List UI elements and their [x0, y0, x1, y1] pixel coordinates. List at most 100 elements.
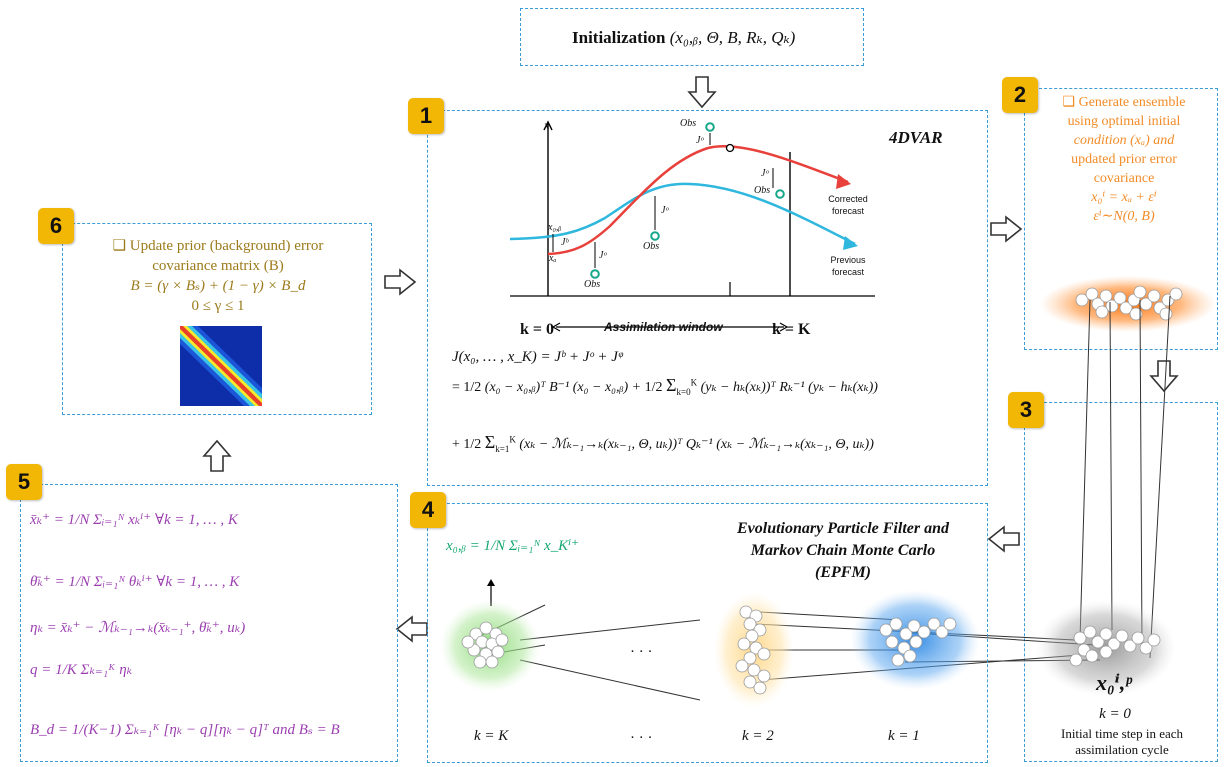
- arrow-down-init-icon: [687, 76, 717, 109]
- badge-5: 5: [6, 464, 42, 500]
- ensemble-cloud-orange: [1040, 276, 1216, 332]
- obs-label-2: Obs: [754, 185, 771, 196]
- assimilation-window-arrow: [551, 322, 789, 332]
- badge-4: 4: [410, 492, 446, 528]
- jo-label-1: Jᵒ: [696, 135, 704, 146]
- box5-eq3: ηₖ = x̄ₖ⁺ − ℳₖ₋₁→ₖ(x̄ₖ₋₁⁺, θ̄ₖ⁺, uₖ): [30, 620, 246, 636]
- box3-initial-particle-label: x₀ⁱ,ᵖ: [1096, 670, 1133, 695]
- arrow-down-2-to-3-icon: [1149, 360, 1179, 393]
- corrected-forecast-label: Corrected forecast: [818, 193, 878, 217]
- box4-title-line-1: Evolutionary Particle Filter and: [736, 520, 949, 537]
- ensemble-cloud-yellow: [714, 592, 794, 708]
- box3-caption-line-2: assimilation cycle: [1075, 742, 1169, 757]
- covariance-matrix-heatmap: [180, 326, 262, 406]
- jo-label-4: Jᵒ: [599, 250, 607, 261]
- box4-dots-bottom: · · ·: [630, 730, 653, 746]
- jb-label: Jᵇ: [561, 237, 569, 248]
- box-4dvar-title: 4DVAR: [889, 128, 943, 147]
- cost-function-eq3: + 1/2 Σk=1K (xₖ − ℳₖ₋₁→ₖ(xₖ₋₁, Θ, uₖ))ᵀ …: [452, 432, 874, 454]
- jo-label-2: Jᵒ: [761, 168, 769, 179]
- box4-dots-top: · · ·: [630, 644, 653, 660]
- box6-eq1: B = (γ × Bₛ) + (1 − γ) × B_d: [130, 278, 306, 294]
- arrow-left-3-to-4-icon: [987, 525, 1020, 553]
- previous-forecast-label: Previous forecast: [818, 254, 878, 278]
- eq3-lead: +: [452, 437, 460, 452]
- badge-6: 6: [38, 208, 74, 244]
- box2-line-2: using optimal initial: [1067, 114, 1181, 129]
- box2-line-3: condition (xₐ) and: [1073, 133, 1175, 148]
- box2-line-5: covariance: [1093, 171, 1155, 186]
- box5-eq2: θ̄ₖ⁺ = 1/N Σᵢ₌₁ᴺ θₖⁱ⁺ ∀k = 1, … , K: [30, 574, 240, 590]
- box6-text: ❑ Update prior (background) error covari…: [70, 236, 366, 316]
- badge-3: 3: [1008, 392, 1044, 428]
- box4-k2-label: k = 2: [742, 728, 774, 744]
- initialization-params: (x₀,ᵦ, Θ, B, Rₖ, Qₖ): [669, 28, 796, 47]
- box6-line-1: ❑ Update prior (background) error: [112, 238, 324, 254]
- k0-label: k = 0: [520, 321, 555, 338]
- eq2-sum: Σ: [666, 375, 677, 395]
- arrow-right-1-to-2-icon: [990, 215, 1023, 243]
- chart-y-axis-label: x: [544, 118, 550, 132]
- box5-eq5: B_d = 1/(K−1) Σₖ₌₁ᴷ [ηₖ − q][ηₖ − q]ᵀ an…: [30, 722, 340, 738]
- arrow-right-6-to-1-icon: [384, 268, 417, 296]
- ensemble-cloud-gray: [1036, 600, 1176, 696]
- box4-title: Evolutionary Particle Filter and Markov …: [698, 518, 988, 584]
- 4dvar-diagram: [509, 120, 875, 297]
- eq2-sum-bottom: k=0: [676, 386, 691, 397]
- box-initial-step: [1024, 402, 1218, 762]
- box2-line-1: ❑ Generate ensemble: [1062, 95, 1186, 110]
- box4-eq: x₀,ᵦ = 1/N Σᵢ₌₁ᴺ x_Kⁱ⁺: [446, 538, 580, 554]
- box3-k0-label: k = 0: [1099, 706, 1131, 722]
- badge-2: 2: [1002, 77, 1038, 113]
- kK-label: k = K: [772, 321, 811, 338]
- box2-eq1: x₀ⁱ = xₐ + εⁱ: [1091, 190, 1157, 205]
- ensemble-cloud-green: [440, 600, 540, 692]
- box3-caption: Initial time step in each assimilation c…: [1030, 726, 1214, 758]
- eq2-half-2: 1/2: [644, 380, 663, 395]
- cost-function-eq2: = 1/2 (x₀ − x₀,ᵦ)ᵀ B⁻¹ (x₀ − x₀,ᵦ) + 1/2…: [452, 375, 878, 397]
- box4-title-line-2: Markov Chain Monte Carlo: [750, 542, 936, 559]
- obs-label-1: Obs: [680, 118, 697, 129]
- box4-kK-label: k = K: [474, 728, 509, 744]
- box6-eq2: 0 ≤ γ ≤ 1: [191, 298, 245, 314]
- obs-label-3: Obs: [643, 241, 660, 252]
- eq3-half: 1/2: [463, 437, 482, 452]
- jo-label-3: Jᵒ: [661, 205, 669, 216]
- xa-label: xₐ: [549, 253, 557, 264]
- initialization-label: Initialization: [572, 28, 666, 47]
- badge-1: 1: [408, 98, 444, 134]
- assimilation-window-label: Assimilation window: [604, 320, 723, 334]
- cost-function-eq1: J(x₀, … , x_K) = Jᵇ + Jᵒ + Jᵠ: [452, 349, 623, 365]
- arrow-up-5-to-6-icon: [202, 439, 232, 472]
- initialization-box: [520, 8, 864, 66]
- box4-title-line-3: (EPFM): [815, 564, 871, 581]
- eq3-sum-bottom: k=1: [495, 443, 510, 454]
- box5-eq4: q = 1/K Σₖ₌₁ᴷ ηₖ: [30, 662, 133, 678]
- box-epfm: [427, 503, 988, 763]
- ensemble-cloud-blue: [850, 590, 980, 690]
- box5-eq1: x̄ₖ⁺ = 1/N Σᵢ₌₁ᴺ xₖⁱ⁺ ∀k = 1, … , K: [30, 512, 238, 528]
- x0b-label: x₀,ᵦ: [548, 222, 562, 233]
- previous-word: Previous: [830, 255, 866, 265]
- eq3-term: (xₖ − ℳₖ₋₁→ₖ(xₖ₋₁, Θ, uₖ))ᵀ Qₖ⁻¹ (xₖ − ℳ…: [519, 437, 874, 452]
- box-update-covariance: [62, 223, 372, 415]
- box-generate-ensemble: [1024, 88, 1218, 350]
- eq3-sum: Σ: [484, 432, 496, 452]
- corrected-forecast-word: forecast: [831, 206, 864, 216]
- eq2-sum-top: K: [690, 377, 698, 388]
- initialization-title: Initialization (x₀,ᵦ, Θ, B, Rₖ, Qₖ): [572, 28, 795, 48]
- box6-line-2: covariance matrix (B): [152, 258, 284, 274]
- box3-caption-line-1: Initial time step in each: [1060, 726, 1183, 741]
- eq2-term-b: (yₖ − hₖ(xₖ))ᵀ Rₖ⁻¹ (yₖ − hₖ(xₖ)): [700, 380, 878, 395]
- box2-line-4: updated prior error: [1071, 152, 1177, 167]
- arrow-left-4-to-5-icon: [395, 615, 428, 643]
- eq3-sum-top: K: [509, 434, 516, 445]
- box4-k1-label: k = 1: [888, 728, 920, 744]
- eq2-half: 1/2: [463, 380, 482, 395]
- obs-label-4: Obs: [584, 279, 601, 290]
- box-4dvar: [427, 110, 988, 486]
- box2-eq2: εⁱ∼N(0, B): [1093, 209, 1155, 224]
- previous-forecast-word: forecast: [831, 267, 864, 277]
- eq2-lead: =: [452, 380, 460, 395]
- corrected-word: Corrected: [828, 194, 868, 204]
